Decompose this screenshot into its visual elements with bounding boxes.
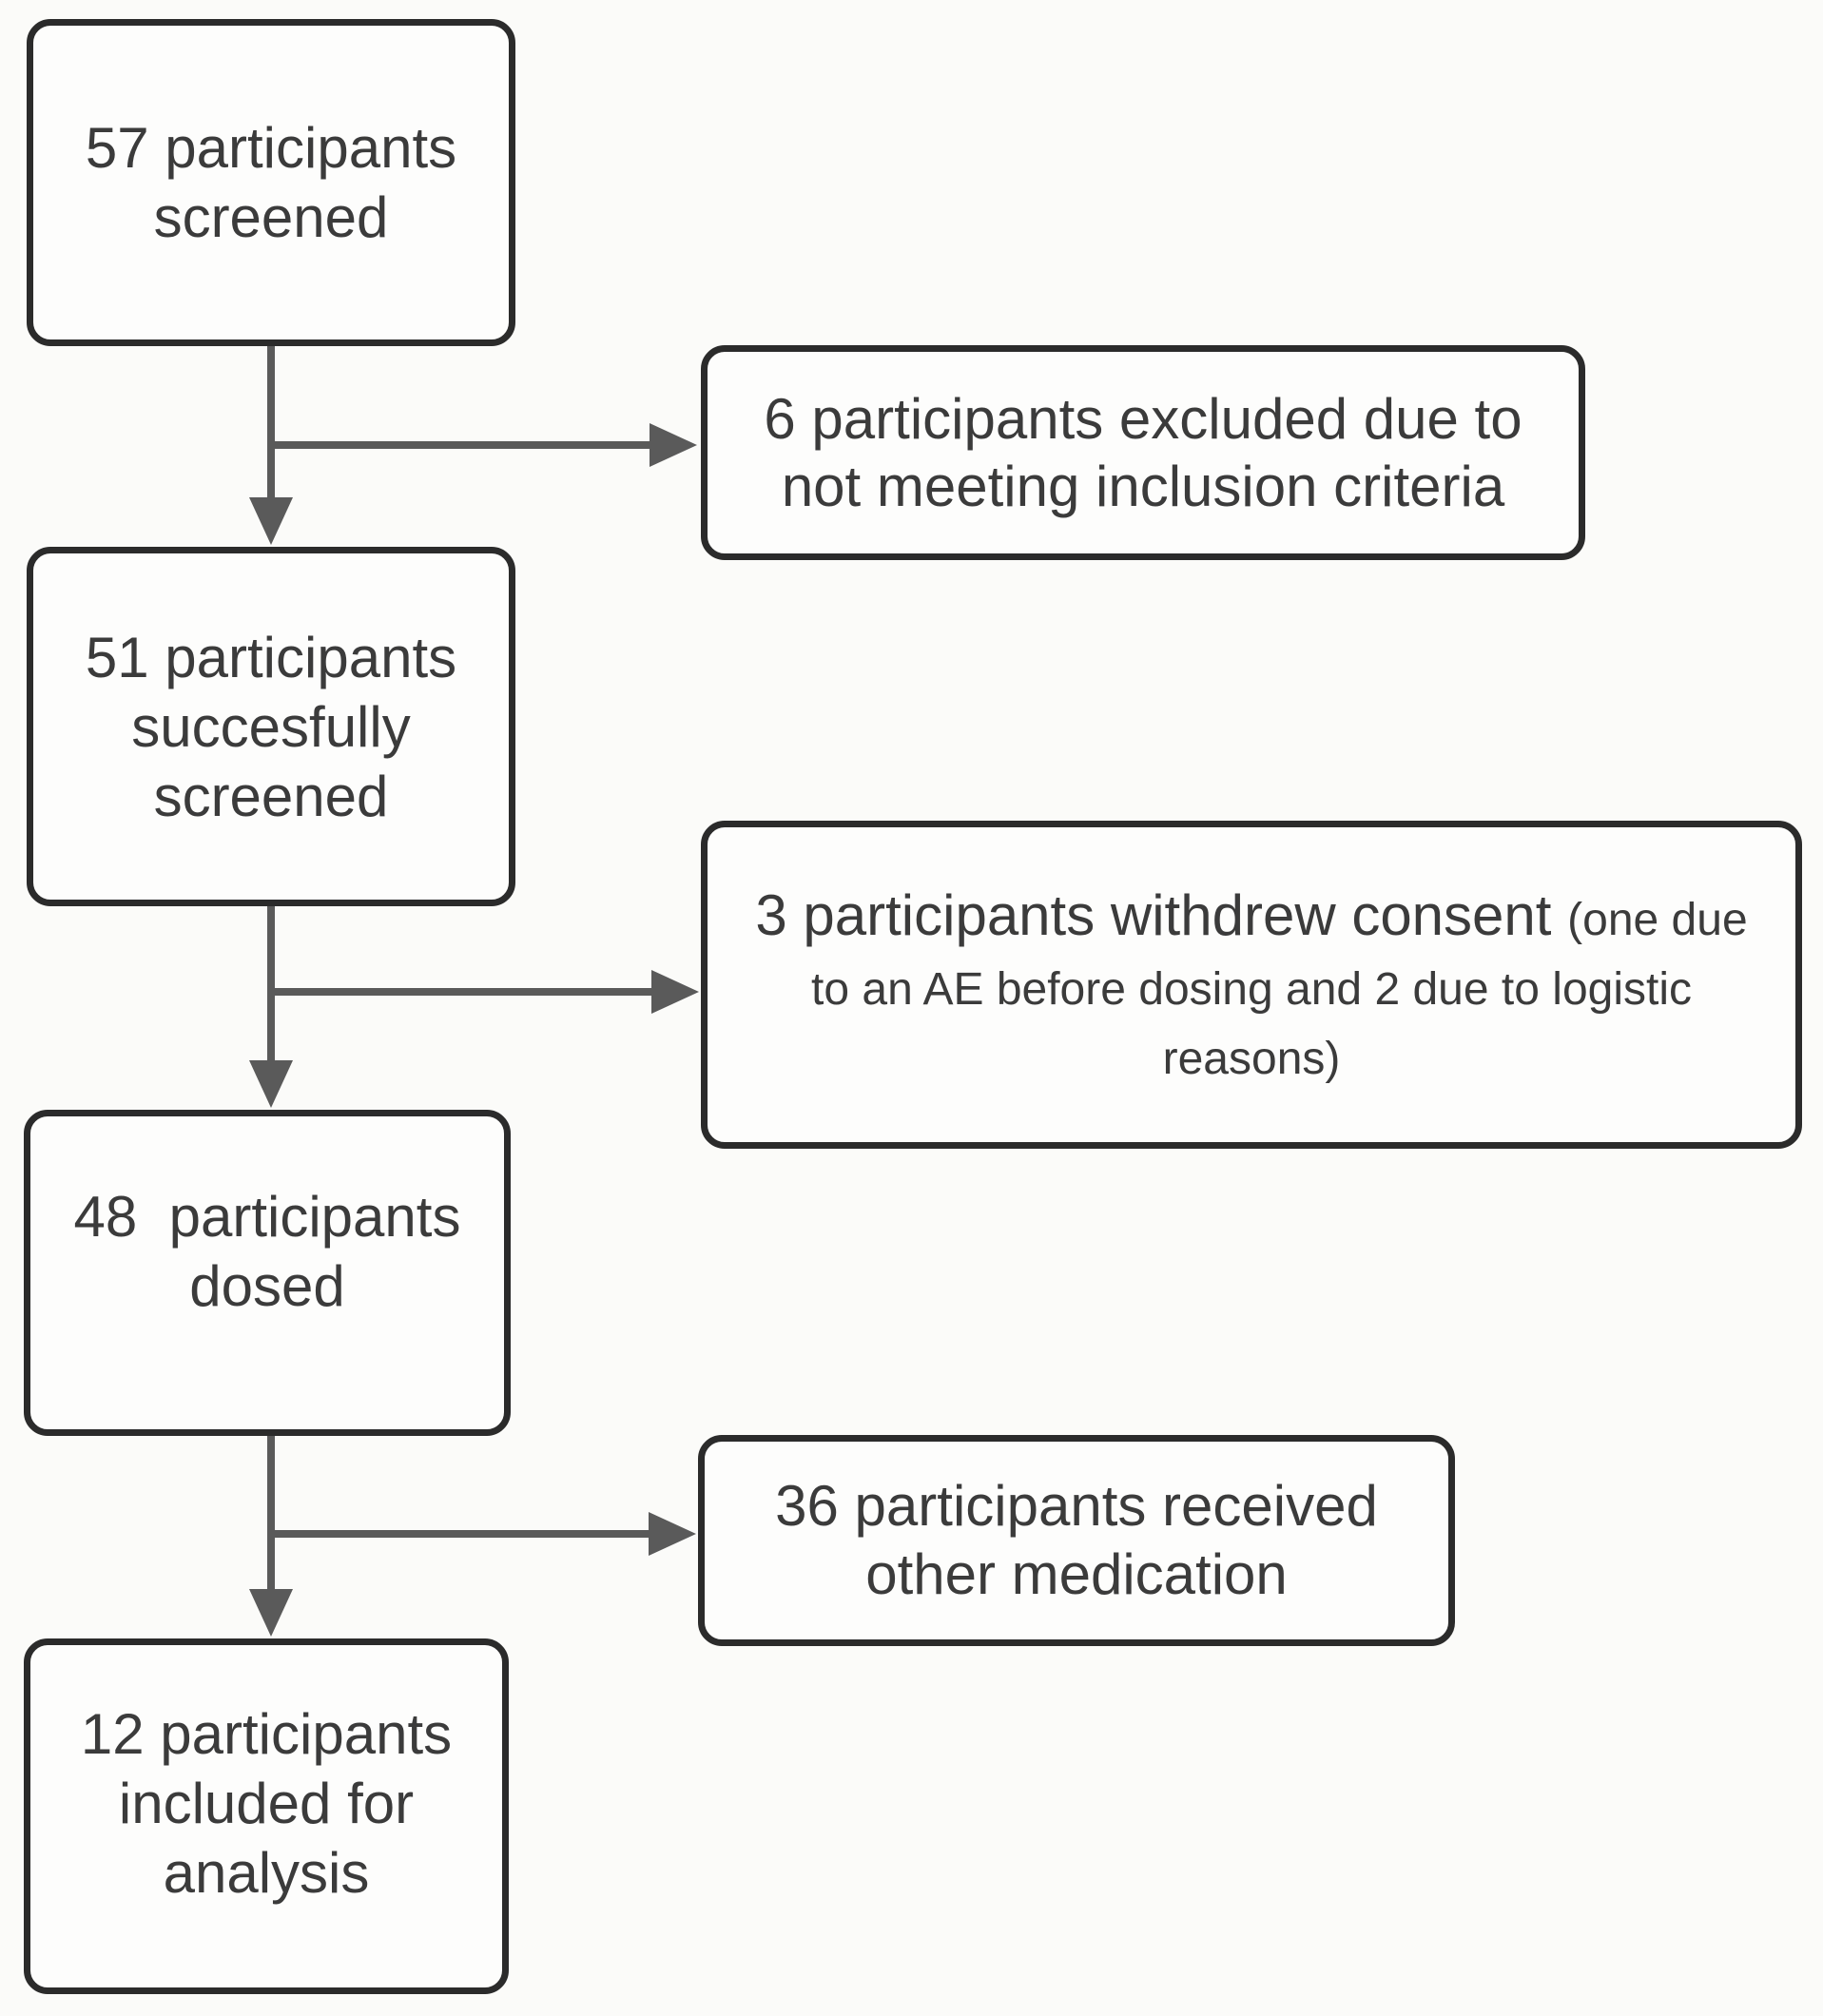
node-label: 48 participants dosed: [73, 1185, 477, 1318]
arrowhead-right-icon: [651, 970, 699, 1014]
connector-screened-to-success: [267, 345, 275, 505]
arrowhead-down-icon: [249, 497, 293, 545]
node-participants-dosed: 48 participants dosed: [24, 1110, 511, 1436]
arrowhead-right-icon: [649, 1512, 696, 1556]
node-successfully-screened: 51 participants succesfully screened: [27, 547, 515, 906]
connector-success-to-withdrew: [267, 988, 656, 996]
node-label: 57 participants screened: [85, 116, 457, 249]
connector-dosed-to-analysis: [267, 1436, 275, 1596]
node-participants-excluded: 6 participants excluded due to not meeti…: [701, 345, 1585, 560]
connector-dosed-to-othermed: [267, 1530, 653, 1538]
node-participants-screened: 57 participants screened: [27, 19, 515, 346]
node-label: 36 participants received other medicatio…: [775, 1474, 1378, 1606]
node-label: 6 participants excluded due to not meeti…: [764, 387, 1522, 518]
arrowhead-down-icon: [249, 1589, 293, 1637]
node-label-main: 3 participants withdrew consent: [755, 883, 1568, 947]
node-label: 12 participants included for analysis: [80, 1701, 453, 1905]
node-withdrew-consent: 3 participants withdrew consent (one due…: [701, 821, 1802, 1149]
node-label: 3 participants withdrew consent (one due…: [742, 881, 1761, 1089]
arrowhead-down-icon: [249, 1060, 293, 1108]
node-label-detail: (one due to an AE before dosing and 2 du…: [811, 895, 1748, 1084]
node-included-for-analysis: 12 participants included for analysis: [24, 1638, 509, 1994]
node-other-medication: 36 participants received other medicatio…: [698, 1435, 1455, 1646]
connector-screened-to-excluded: [267, 441, 654, 449]
node-label: 51 participants succesfully screened: [85, 625, 457, 828]
connector-success-to-dosed: [267, 905, 275, 1067]
arrowhead-right-icon: [650, 423, 697, 467]
